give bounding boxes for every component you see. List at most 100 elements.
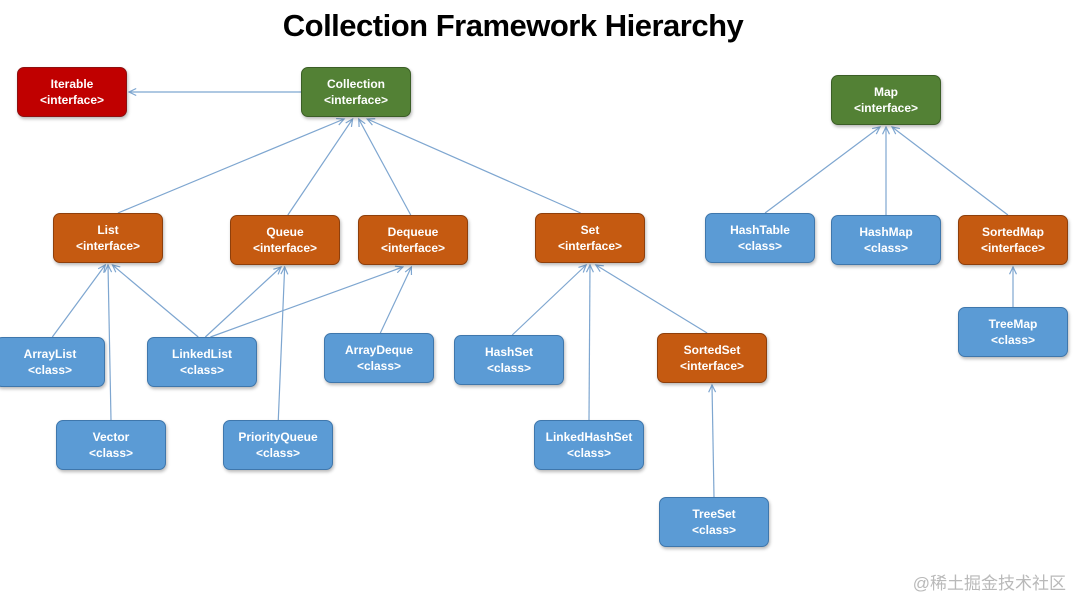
node-label: HashTable bbox=[730, 223, 790, 237]
node-map: Map <interface> bbox=[831, 75, 941, 125]
edge-dequeue-collection bbox=[358, 118, 412, 216]
node-label: Dequeue bbox=[387, 225, 439, 239]
arrowhead-hashset-set bbox=[578, 264, 588, 273]
node-kind: <class> bbox=[255, 446, 301, 460]
node-hashset: HashSet <class> bbox=[454, 335, 564, 385]
node-iterable: Iterable <interface> bbox=[17, 67, 127, 117]
node-sortedset: SortedSet <interface> bbox=[657, 333, 767, 383]
edge-vector-list bbox=[107, 264, 112, 421]
edge-priorityqueue-queue bbox=[277, 266, 286, 421]
arrowhead-hashmap-map bbox=[881, 125, 891, 135]
arrowhead-arraylist-list bbox=[97, 263, 107, 273]
node-label: PriorityQueue bbox=[238, 430, 318, 444]
node-kind: <class> bbox=[990, 333, 1036, 347]
node-vector: Vector <class> bbox=[56, 420, 166, 470]
node-kind: <class> bbox=[691, 523, 737, 537]
node-label: Queue bbox=[266, 225, 304, 239]
edge-linkedlist-dequeue bbox=[210, 266, 404, 338]
node-label: HashMap bbox=[859, 225, 913, 239]
node-arraylist: ArrayList <class> bbox=[0, 337, 105, 387]
node-kind: <class> bbox=[863, 241, 909, 255]
node-kind: <interface> bbox=[679, 359, 745, 373]
node-label: Vector bbox=[92, 430, 130, 444]
node-label: Map bbox=[874, 85, 898, 99]
node-list: List <interface> bbox=[53, 213, 163, 263]
node-label: TreeSet bbox=[692, 507, 736, 521]
node-kind: <interface> bbox=[980, 241, 1046, 255]
node-arraydeque: ArrayDeque <class> bbox=[324, 333, 434, 383]
node-label: LinkedHashSet bbox=[545, 430, 633, 444]
arrowhead-hashtable-map bbox=[871, 126, 882, 135]
node-label: Collection bbox=[326, 77, 385, 91]
node-label: SortedMap bbox=[981, 225, 1044, 239]
node-kind: <class> bbox=[566, 446, 612, 460]
node-kind: <class> bbox=[179, 363, 225, 377]
node-collection: Collection <interface> bbox=[301, 67, 411, 117]
node-label: SortedSet bbox=[683, 343, 741, 357]
arrowhead-arraydeque-dequeue bbox=[404, 265, 413, 276]
node-label: ArrayDeque bbox=[344, 343, 414, 357]
edge-arraydeque-dequeue bbox=[379, 266, 412, 334]
arrowhead-linkedlist-dequeue bbox=[394, 265, 405, 274]
node-treeset: TreeSet <class> bbox=[659, 497, 769, 547]
node-sortedmap: SortedMap <interface> bbox=[958, 215, 1068, 265]
arrowhead-vector-list bbox=[104, 263, 113, 273]
node-label: HashSet bbox=[484, 345, 534, 359]
arrowhead-linkedhashset-set bbox=[585, 263, 594, 273]
edge-treeset-sortedset bbox=[711, 384, 715, 498]
node-kind: <interface> bbox=[557, 239, 623, 253]
node-kind: <interface> bbox=[380, 241, 446, 255]
node-kind: <interface> bbox=[252, 241, 318, 255]
arrowhead-collection-iterable bbox=[127, 87, 137, 97]
arrowhead-dequeue-collection bbox=[358, 117, 366, 128]
edge-linkedhashset-set bbox=[588, 264, 591, 421]
node-set: Set <interface> bbox=[535, 213, 645, 263]
edge-hashtable-map bbox=[764, 126, 881, 214]
edge-linkedlist-list bbox=[112, 264, 199, 338]
edge-list-collection bbox=[117, 118, 345, 214]
arrowhead-linkedlist-queue bbox=[273, 266, 283, 275]
node-kind: <class> bbox=[486, 361, 532, 375]
arrowhead-treemap-sortedmap bbox=[1008, 265, 1018, 275]
edge-queue-collection bbox=[287, 118, 354, 216]
node-kind: <interface> bbox=[75, 239, 141, 253]
node-linkedhashset: LinkedHashSet <class> bbox=[534, 420, 644, 470]
node-treemap: TreeMap <class> bbox=[958, 307, 1068, 357]
node-kind: <interface> bbox=[323, 93, 389, 107]
arrowhead-priorityqueue-queue bbox=[280, 265, 289, 275]
node-label: TreeMap bbox=[988, 317, 1038, 331]
edge-set-collection bbox=[366, 118, 581, 214]
node-queue: Queue <interface> bbox=[230, 215, 340, 265]
node-dequeue: Dequeue <interface> bbox=[358, 215, 468, 265]
node-kind: <interface> bbox=[853, 101, 919, 115]
watermark: @稀土掘金技术社区 bbox=[912, 574, 1066, 593]
edge-hashset-set bbox=[511, 264, 587, 336]
node-label: LinkedList bbox=[171, 347, 232, 361]
node-label: ArrayList bbox=[23, 347, 77, 361]
node-kind: <class> bbox=[27, 363, 73, 377]
node-hashtable: HashTable <class> bbox=[705, 213, 815, 263]
edge-sortedmap-map bbox=[891, 126, 1009, 216]
node-linkedlist: LinkedList <class> bbox=[147, 337, 257, 387]
arrowhead-list-collection bbox=[336, 117, 346, 126]
arrowhead-linkedlist-list bbox=[111, 264, 121, 273]
arrowhead-sortedmap-map bbox=[890, 126, 901, 135]
node-priorityqueue: PriorityQueue <class> bbox=[223, 420, 333, 470]
arrowhead-treeset-sortedset bbox=[708, 383, 717, 393]
diagram-title: Collection Framework Hierarchy bbox=[282, 8, 744, 43]
node-kind: <class> bbox=[356, 359, 402, 373]
edge-sortedset-set bbox=[595, 264, 708, 334]
node-label: List bbox=[97, 223, 119, 237]
node-kind: <class> bbox=[88, 446, 134, 460]
node-kind: <interface> bbox=[39, 93, 105, 107]
edge-linkedlist-queue bbox=[204, 266, 282, 338]
node-kind: <class> bbox=[737, 239, 783, 253]
node-hashmap: HashMap <class> bbox=[831, 215, 941, 265]
arrowhead-set-collection bbox=[365, 118, 376, 126]
arrowhead-sortedset-set bbox=[594, 264, 604, 273]
arrowhead-queue-collection bbox=[345, 117, 354, 128]
node-label: Set bbox=[580, 223, 600, 237]
node-label: Iterable bbox=[50, 77, 94, 91]
